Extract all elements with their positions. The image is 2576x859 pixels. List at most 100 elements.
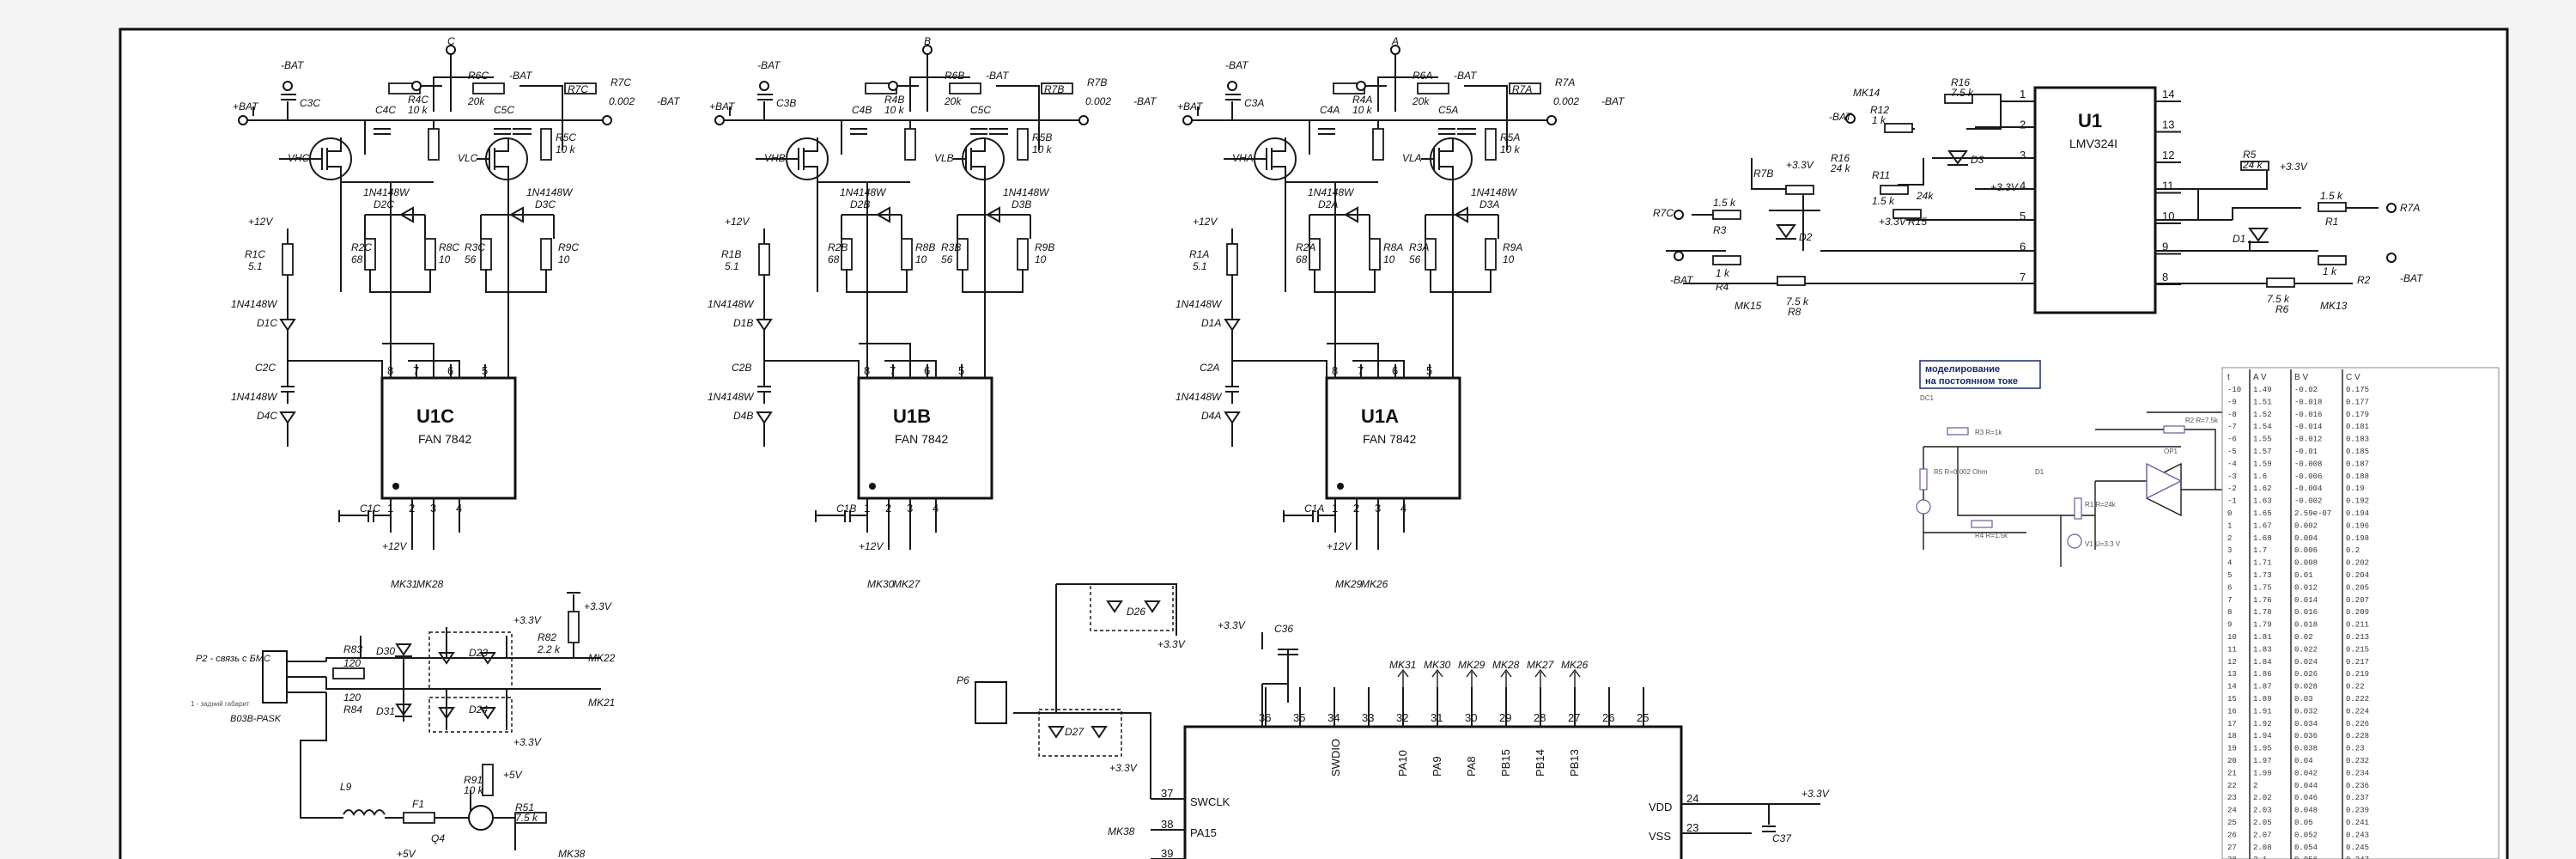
- label-d1: D1A: [1201, 317, 1221, 329]
- driver-ic-pin: 1: [1332, 502, 1338, 515]
- label-d1: D1: [2233, 233, 2245, 245]
- sim-title-line2: на постоянном токе: [1925, 376, 2018, 387]
- table-cell: 0.028: [2294, 683, 2318, 691]
- label-v33-c: +3.3V: [1990, 181, 2019, 193]
- opamp-pin-right: 8: [2162, 271, 2168, 283]
- label-v33-i: +3.3V: [1218, 619, 1246, 631]
- label-v33-d: +3.3V: [2280, 161, 2308, 173]
- mcu-top-signal: PB14: [1534, 749, 1546, 777]
- table-cell: 2.02: [2253, 794, 2272, 802]
- label-mk22: MK22: [588, 652, 616, 664]
- opamp-u1-body: [2033, 86, 2157, 314]
- label-d4: D4C: [257, 410, 277, 422]
- label-cap-top: C3C: [300, 97, 320, 109]
- driver-ic-name: U1C: [416, 405, 454, 427]
- table-cell: 1.97: [2253, 757, 2272, 765]
- connector-pin-note: 1 - задний габарит: [191, 700, 250, 708]
- table-cell: 2.03: [2253, 807, 2272, 815]
- label-r8-value: 7.5 k: [1786, 295, 1809, 308]
- label-c2: C2C: [255, 362, 276, 374]
- label-cap-c5: C5C: [494, 104, 514, 116]
- label-r2-value: 68: [1296, 253, 1308, 265]
- label-r7: R7A: [1512, 83, 1532, 95]
- label-r51: R51: [515, 801, 534, 813]
- mcu-sig-swclk: SWCLK: [1190, 795, 1230, 808]
- label-r7a: R7A: [2400, 202, 2420, 214]
- mcu-top-pin-number: 32: [1396, 711, 1408, 724]
- label-r5-value: 10 k: [1500, 143, 1521, 155]
- label-mk-a: MK29: [1335, 578, 1363, 590]
- label-v33-b: +3.3V: [1879, 216, 1907, 228]
- label-neg-bat-c: -BAT: [2400, 272, 2424, 284]
- table-cell: 3: [2227, 546, 2232, 555]
- label-v33-j: +3.3V: [1157, 638, 1186, 650]
- table-cell: 0.205: [2346, 583, 2369, 592]
- label-diode-lo-type: 1N4148W: [1003, 186, 1050, 198]
- mcu-sig-vdd: VDD: [1649, 801, 1672, 813]
- driver-ic-part: FAN 7842: [1363, 432, 1416, 446]
- table-cell: 1.73: [2253, 571, 2272, 580]
- driver-ic-body: [1325, 376, 1461, 500]
- table-cell: -0.01: [2294, 448, 2318, 456]
- table-cell: 28: [2227, 856, 2237, 859]
- label-v12: +12V: [248, 216, 273, 228]
- mcu-body: [1183, 725, 1683, 859]
- table-cell: 0.052: [2294, 831, 2318, 839]
- label-r4: R4A: [1352, 94, 1372, 106]
- table-cell: 0.034: [2294, 720, 2318, 728]
- mcu-top-pin-number: 34: [1327, 711, 1340, 724]
- label-r2-value: 1 k: [2323, 265, 2337, 277]
- connector-p2-body: [262, 650, 288, 704]
- driver-ic-pin: 8: [1332, 364, 1338, 377]
- label-r4-value: 10 k: [884, 104, 905, 116]
- mcu-top-mk: MK30: [1424, 659, 1451, 671]
- table-cell: -4: [2227, 460, 2237, 468]
- driver-ic-name: U1B: [893, 405, 931, 427]
- table-cell: 0.056: [2294, 856, 2318, 859]
- label-mk21: MK21: [588, 697, 615, 709]
- label-r5-value: 10 k: [1032, 143, 1053, 155]
- table-cell: 0.006: [2294, 546, 2318, 555]
- driver-ic-pin: 2: [1353, 502, 1359, 515]
- connector-name: P2 - связь с БМС: [196, 654, 270, 664]
- label-d4-type: 1N4148W: [1176, 391, 1223, 403]
- label-mk-b: MK26: [1361, 578, 1388, 590]
- label-neg-bat: -BAT: [757, 59, 781, 71]
- mcu-pin-38: 38: [1161, 818, 1173, 831]
- label-d1-type: 1N4148W: [1176, 298, 1223, 310]
- label-c1: C1B: [836, 503, 856, 515]
- label-v12-b: +12V: [1327, 540, 1352, 552]
- driver-ic-pin: 2: [885, 502, 891, 515]
- label-r4: R4B: [884, 94, 904, 106]
- label-q-low: VLB: [934, 152, 954, 164]
- label-cap-c4: C4C: [375, 104, 396, 116]
- label-mk14: MK14: [1853, 87, 1880, 99]
- table-cell: 0.02: [2294, 633, 2313, 642]
- mcu-top-mk: MK26: [1561, 659, 1589, 671]
- table-cell: 0.207: [2346, 596, 2369, 605]
- table-cell: 0.217: [2346, 658, 2369, 667]
- mcu-top-pin-number: 25: [1637, 711, 1649, 724]
- table-cell: 0.204: [2346, 571, 2369, 580]
- sim-dc-label: DC1: [1920, 394, 1935, 402]
- table-cell: 0.187: [2346, 460, 2369, 468]
- label-r3-value: 56: [465, 253, 477, 265]
- label-r6-value: 20k: [944, 95, 962, 107]
- label-v12: +12V: [725, 216, 750, 228]
- label-pos-bat: +BAT: [233, 101, 259, 113]
- label-r4-value: 1 k: [1716, 267, 1730, 279]
- label-r16b: R16: [1831, 152, 1850, 164]
- mcu-top-mk: MK31: [1389, 659, 1416, 671]
